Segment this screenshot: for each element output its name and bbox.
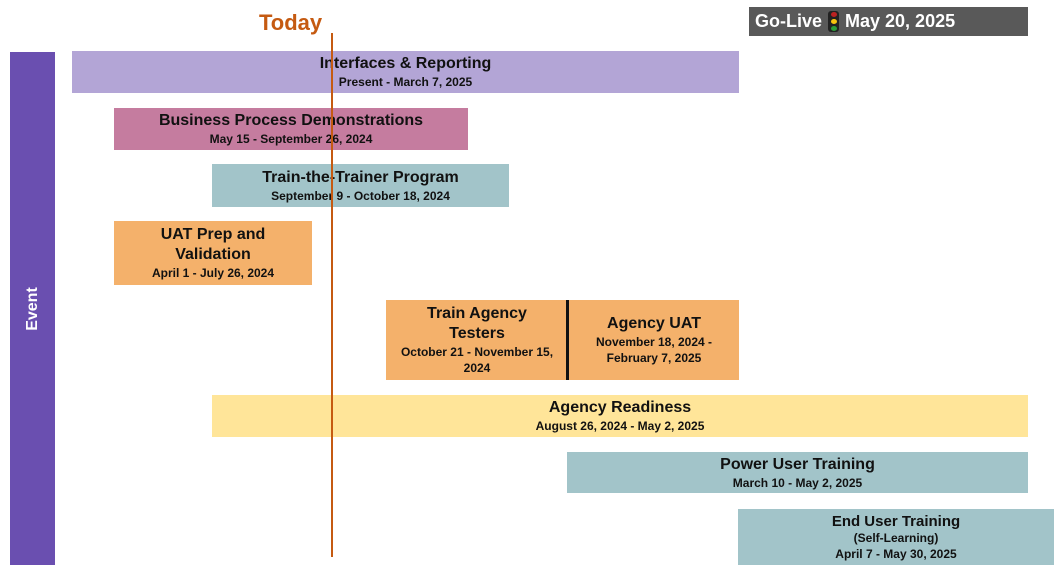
- bar-train-agency-testers: Train Agency Testers October 21 - Novemb…: [386, 300, 568, 380]
- bar-title: Train-the-Trainer Program: [262, 168, 459, 186]
- event-axis-bar: Event: [10, 52, 55, 565]
- bar-title-line1: UAT Prep and: [160, 226, 266, 243]
- bar-power-user-training: Power User Training March 10 - May 2, 20…: [567, 452, 1028, 493]
- bar-divider: [566, 300, 569, 380]
- bar-end-user-training: End User Training (Self-Learning) April …: [738, 509, 1054, 565]
- bar-title-line2: Validation: [175, 246, 251, 263]
- traffic-light-icon: [828, 11, 840, 32]
- bar-agency-readiness: Agency Readiness August 26, 2024 - May 2…: [212, 395, 1028, 437]
- bar-train-the-trainer: Train-the-Trainer Program September 9 - …: [212, 164, 509, 207]
- event-axis-label: Event: [23, 286, 41, 331]
- bar-dates: September 9 - October 18, 2024: [271, 188, 450, 203]
- bar-dates-line1: November 18, 2024 -: [595, 335, 713, 349]
- bar-title: End User Training: [831, 512, 961, 530]
- bar-dates-line2: February 7, 2025: [606, 351, 702, 365]
- today-label: Today: [259, 10, 323, 35]
- bar-agency-uat: Agency UAT November 18, 2024 - February …: [569, 300, 739, 380]
- golive-date: May 20, 2025: [845, 11, 956, 31]
- bar-dates: May 15 - September 26, 2024: [209, 132, 373, 146]
- bar-uat-prep-validation: UAT Prep and Validation April 1 - July 2…: [114, 221, 312, 285]
- bar-title: Agency UAT: [607, 315, 701, 332]
- bar-dates: March 10 - May 2, 2025: [732, 475, 863, 490]
- bar-dates-line1: October 21 - November 15,: [400, 345, 554, 359]
- golive-banner: Go-Live May 20, 2025: [749, 7, 1028, 36]
- bar-dates: Present - March 7, 2025: [338, 75, 473, 89]
- golive-label: Go-Live: [755, 11, 823, 31]
- today-marker-line: [331, 33, 333, 557]
- bar-dates: April 1 - July 26, 2024: [151, 266, 275, 280]
- bar-dates: April 7 - May 30, 2025: [835, 546, 957, 561]
- bar-interfaces-reporting: Interfaces & Reporting Present - March 7…: [72, 51, 739, 93]
- bar-title: Business Process Demonstrations: [158, 112, 424, 129]
- bar-title: Agency Readiness: [548, 399, 692, 416]
- bar-subtitle: (Self-Learning): [853, 530, 939, 545]
- bar-dates-line2: 2024: [463, 361, 491, 375]
- bar-dates: August 26, 2024 - May 2, 2025: [535, 419, 705, 433]
- bar-title-line1: Train Agency: [427, 305, 527, 322]
- bar-title: Power User Training: [720, 455, 875, 473]
- bar-business-process-demonstrations: Business Process Demonstrations May 15 -…: [114, 108, 468, 150]
- bar-title: Interfaces & Reporting: [319, 55, 492, 72]
- bar-title-line2: Testers: [449, 325, 505, 342]
